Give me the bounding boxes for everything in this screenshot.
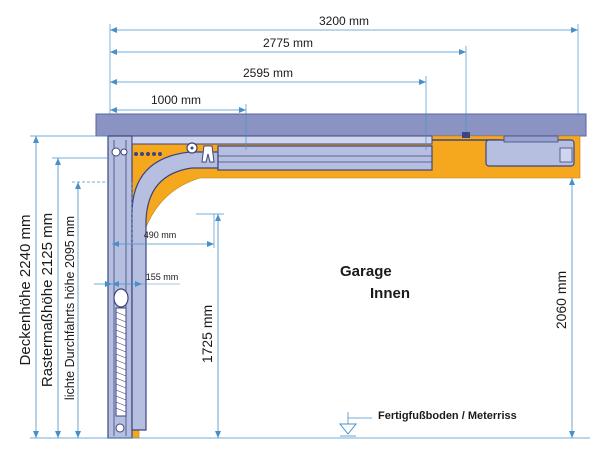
torsion-spring xyxy=(113,288,129,433)
dim-2595-label: 2595 mm xyxy=(243,66,293,80)
mounting-area xyxy=(131,135,581,439)
dim-155-label: 155 mm xyxy=(146,272,179,282)
ceiling-beam xyxy=(95,113,587,137)
dim-2240-label: Deckenhöhe 2240 mm xyxy=(17,215,34,366)
spring-assembly xyxy=(111,142,198,157)
floor-label: Fertigfußboden / Meterriss xyxy=(378,410,517,422)
floor-marker-icon xyxy=(338,412,372,437)
dim-3200-label: 3200 mm xyxy=(319,14,369,28)
horizontal-track xyxy=(217,145,433,171)
dim-490-label: 490 mm xyxy=(144,230,177,240)
dim-2095-label: lichte Durchfahrts höhe 2095 mm xyxy=(63,216,77,400)
garage-label: Garage xyxy=(340,263,392,280)
curved-track xyxy=(131,151,219,431)
dim-2060-label: 2060 mm xyxy=(553,271,569,329)
dim-2125-label: Rastermaßhöhe 2125 mm xyxy=(39,213,56,387)
dim-1725-label: 1725 mm xyxy=(199,305,215,363)
top-rail xyxy=(131,135,433,145)
innen-label: Innen xyxy=(370,285,410,302)
hanger-bracket xyxy=(201,145,215,163)
dim-2775-label: 2775 mm xyxy=(263,36,313,50)
door-opener-motor xyxy=(485,135,575,167)
dim-1000-label: 1000 mm xyxy=(151,93,201,107)
